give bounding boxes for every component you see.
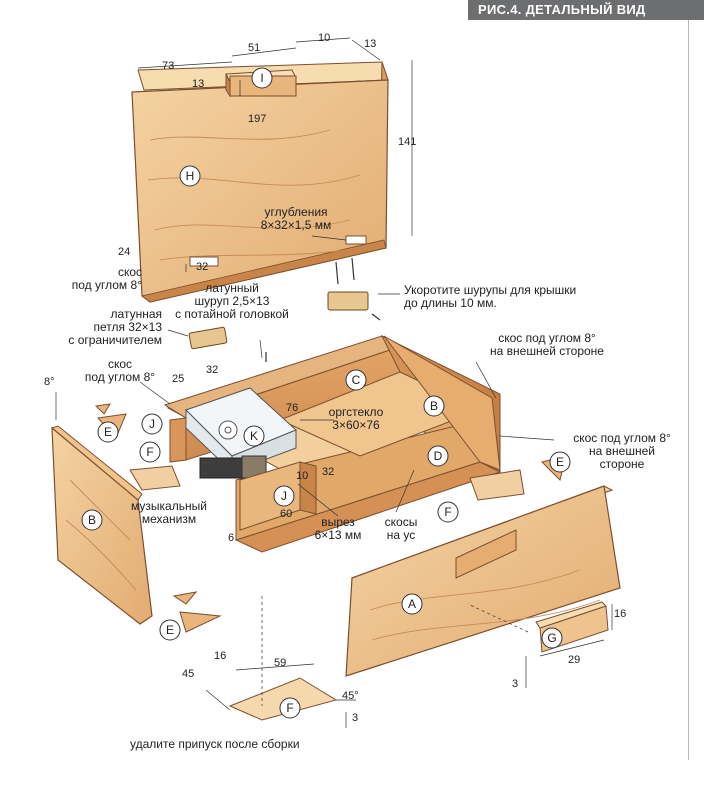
label-remove-allowance: удалите припуск после сборки bbox=[130, 737, 300, 751]
dim-24: 24 bbox=[118, 246, 131, 258]
part-label-j-side: J bbox=[149, 417, 155, 431]
part-label-i: I bbox=[260, 71, 264, 85]
corner-block-f-left bbox=[129, 465, 181, 491]
part-label-e-right: E bbox=[555, 455, 564, 469]
dim-13-handle: 13 bbox=[192, 78, 205, 90]
dim-32-box: 32 bbox=[206, 364, 219, 376]
dim-25: 25 bbox=[172, 373, 185, 385]
page-frame-line bbox=[688, 20, 689, 760]
part-label-e-bottom: E bbox=[165, 623, 174, 637]
part-label-h: H bbox=[185, 169, 195, 183]
wedge-e-4 bbox=[172, 591, 198, 605]
music-mechanism bbox=[199, 455, 267, 479]
screw-group bbox=[265, 257, 381, 362]
dim-32-lid: 32 bbox=[196, 261, 209, 273]
part-label-d: D bbox=[433, 449, 443, 463]
part-label-b-right: B bbox=[429, 399, 438, 413]
front-panel-a bbox=[345, 485, 621, 677]
dim-8-deg: 8° bbox=[44, 376, 55, 388]
brass-hinge-left bbox=[188, 326, 228, 350]
part-label-a: A bbox=[407, 597, 416, 611]
dim-51: 51 bbox=[248, 42, 261, 54]
dim-141: 141 bbox=[398, 136, 417, 148]
side-panel-b-left bbox=[50, 425, 153, 625]
part-label-f-left: F bbox=[146, 445, 154, 459]
dim-197: 197 bbox=[248, 113, 267, 125]
dim-45: 45 bbox=[182, 668, 195, 680]
dim-13-top: 13 bbox=[364, 38, 377, 50]
dim-10-top: 10 bbox=[318, 32, 331, 44]
part-label-e-left: E bbox=[103, 425, 112, 439]
dim-16-detail: 16 bbox=[214, 650, 227, 662]
part-label-f-detail: F bbox=[286, 701, 294, 715]
corner-block-f-right bbox=[469, 469, 525, 501]
block-j-front bbox=[239, 461, 317, 531]
part-label-b-left: B bbox=[87, 513, 96, 527]
lid-panel-h bbox=[131, 61, 389, 303]
block-j-side bbox=[169, 417, 187, 463]
part-label-circles bbox=[81, 67, 571, 719]
dim-3-strip: 3 bbox=[512, 678, 519, 690]
wedge-e-3 bbox=[179, 611, 222, 633]
brass-hinge-right bbox=[327, 291, 369, 311]
dim-45-deg: 45° bbox=[342, 690, 359, 702]
dim-76: 76 bbox=[286, 402, 299, 414]
dim-6: 6 bbox=[228, 532, 235, 544]
lid-recess-right bbox=[345, 235, 367, 245]
dimension-lines bbox=[55, 37, 613, 728]
dim-73: 73 bbox=[162, 60, 175, 72]
dim-16-strip: 16 bbox=[614, 608, 627, 620]
label-bevel-outer-top: скос под углом 8°на внешней стороне bbox=[490, 331, 604, 358]
part-label-j-front: J bbox=[281, 489, 287, 503]
lid-handle-i bbox=[225, 69, 297, 98]
wedge-e-5 bbox=[94, 403, 111, 415]
figure-title: РИС.4. ДЕТАЛЬНЫЙ ВИД bbox=[478, 2, 646, 17]
dim-10-block: 10 bbox=[296, 470, 309, 482]
dim-59: 59 bbox=[274, 657, 287, 669]
part-label-g: G bbox=[547, 631, 557, 645]
dim-3-detail: 3 bbox=[352, 712, 359, 724]
lid-recess-left bbox=[189, 256, 219, 267]
dim-29: 29 bbox=[568, 654, 581, 666]
part-label-c: C bbox=[351, 373, 361, 387]
part-label-f-right: F bbox=[444, 505, 452, 519]
part-label-k: K bbox=[249, 429, 258, 443]
dim-32-block: 32 bbox=[322, 466, 335, 478]
dim-60: 60 bbox=[280, 508, 293, 520]
title-bar bbox=[468, 0, 704, 20]
